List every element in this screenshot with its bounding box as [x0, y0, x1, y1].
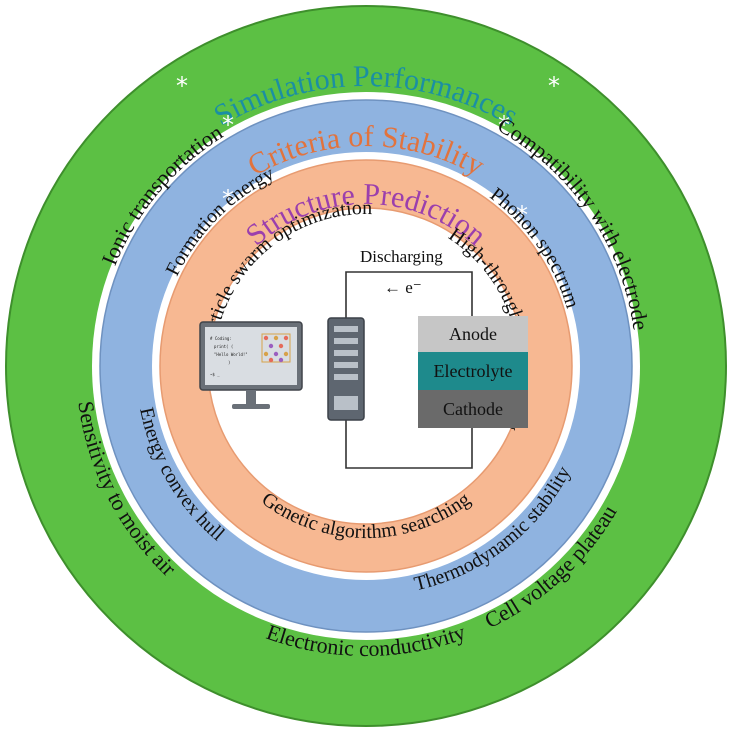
outer-title-star-left: *	[176, 72, 188, 100]
monitor-code-line-5: ~$ _	[210, 372, 220, 377]
electron-label: ← e⁻	[384, 278, 422, 297]
battery-cell: Anode Electrolyte Cathode	[418, 316, 528, 428]
monitor-code-line-2: print( (	[214, 344, 233, 349]
server-icon	[327, 317, 365, 421]
middle-title-star-right: *	[498, 111, 510, 139]
circuit-wire	[345, 271, 473, 318]
monitor-code-line-4: )	[228, 360, 230, 365]
outer-title-star-right: *	[548, 72, 560, 100]
anode-layer	[418, 316, 528, 352]
cathode-label: Cathode	[443, 399, 503, 419]
center-illustration: Discharging ← e⁻ # Coding: print( ( "Hel…	[199, 247, 528, 469]
cathode-layer	[418, 390, 528, 428]
anode-label: Anode	[449, 324, 497, 344]
discharging-label: Discharging	[360, 247, 443, 266]
inner-title-star-left: *	[222, 185, 234, 213]
electrolyte-label: Electrolyte	[434, 361, 513, 381]
inner-title-star-right: *	[516, 201, 528, 229]
monitor-code-line-1: # Coding:	[210, 336, 232, 341]
middle-title-star-left: *	[222, 111, 234, 139]
crystal-structure-icon	[261, 333, 291, 363]
electrolyte-layer	[418, 352, 528, 390]
monitor-code-line-3: "Hello World!"	[214, 352, 248, 357]
monitor-icon: # Coding: print( ( "Hello World!" ) ~$ _	[199, 321, 303, 409]
circuit-wire-bottom	[345, 420, 473, 469]
